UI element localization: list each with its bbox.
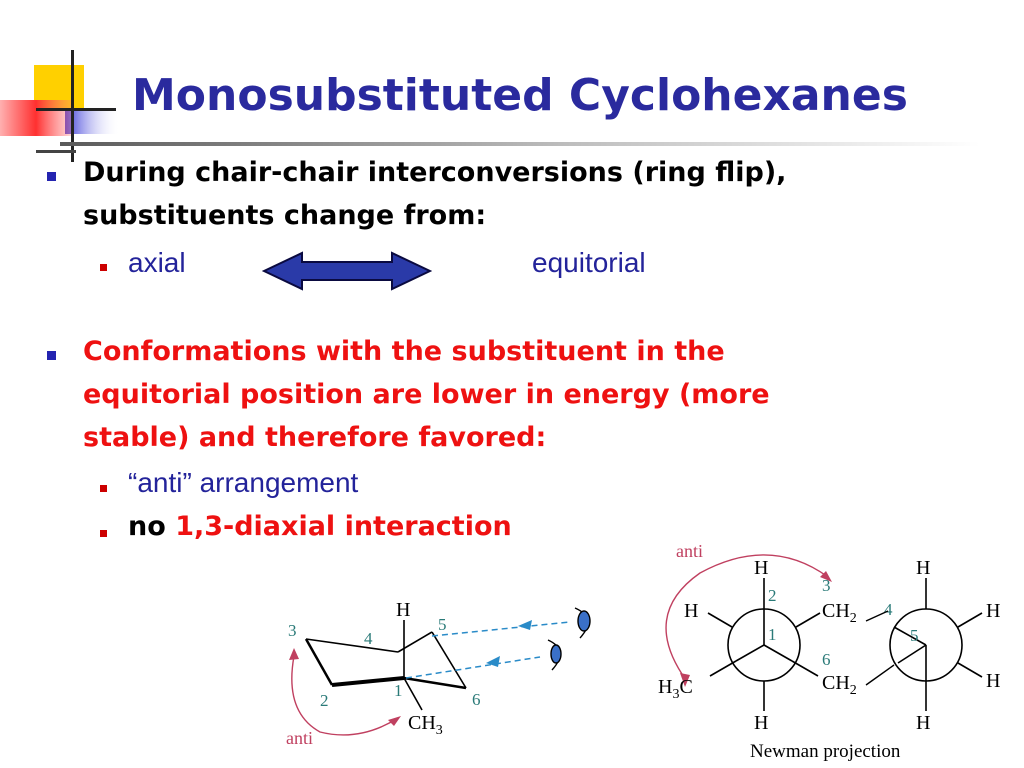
eye-icon xyxy=(547,607,591,671)
newman-caption: Newman projection xyxy=(750,741,901,762)
svg-text:H: H xyxy=(986,670,1000,692)
svg-text:5: 5 xyxy=(438,615,447,634)
svg-text:1: 1 xyxy=(768,625,777,644)
svg-text:1: 1 xyxy=(394,681,403,700)
svg-text:3: 3 xyxy=(822,576,831,595)
svg-text:H: H xyxy=(754,557,768,579)
svg-text:H: H xyxy=(986,600,1000,622)
svg-text:4: 4 xyxy=(884,600,893,619)
svg-text:H: H xyxy=(916,712,930,734)
bullet-marker xyxy=(47,172,56,181)
diaxial-interaction-label: 1,3-diaxial interaction xyxy=(175,511,512,542)
svg-text:2: 2 xyxy=(320,691,329,710)
svg-text:6: 6 xyxy=(472,690,481,709)
bullet-marker xyxy=(47,351,56,360)
svg-text:5: 5 xyxy=(910,626,919,645)
svg-text:H3C: H3C xyxy=(658,676,693,702)
svg-text:H: H xyxy=(916,557,930,579)
slide-logo xyxy=(0,50,120,162)
axial-label: axial xyxy=(128,247,186,278)
axial-h-label: H xyxy=(396,599,410,621)
svg-text:H: H xyxy=(684,600,698,622)
bullet2-line2: equitorial position are lower in energy … xyxy=(83,379,770,410)
svg-text:CH2: CH2 xyxy=(822,672,857,698)
ch3-label: CH3 xyxy=(408,712,443,738)
title-divider xyxy=(60,142,980,146)
bullet2-line1: Conformations with the substituent in th… xyxy=(83,336,725,367)
svg-text:H: H xyxy=(754,712,768,734)
newman-projection-diagram: anti H H CH2 H3C CH2 H 2 1 3 6 4 H H H xyxy=(658,541,1000,762)
sub-bullet-marker xyxy=(100,530,107,537)
sub-bullet-marker xyxy=(100,485,107,492)
sub-bullet-marker xyxy=(100,264,107,271)
anti-label-newman: anti xyxy=(676,541,703,561)
bullet1-line2: substituents change from: xyxy=(83,200,487,231)
double-arrow-icon xyxy=(262,251,432,291)
svg-text:CH2: CH2 xyxy=(822,600,857,626)
slide-title: Monosubstituted Cyclohexanes xyxy=(132,70,908,121)
svg-text:3: 3 xyxy=(288,621,297,640)
svg-text:6: 6 xyxy=(822,650,831,669)
svg-text:4: 4 xyxy=(364,629,373,648)
no-diaxial-label: no 1,3-diaxial interaction xyxy=(128,511,512,542)
bullet1-line1: During chair-chair interconversions (rin… xyxy=(83,157,787,188)
bullet2-line3: stable) and therefore favored: xyxy=(83,422,547,453)
equitorial-label: equitorial xyxy=(532,247,646,278)
anti-label-chair: anti xyxy=(286,728,313,748)
no-label: no xyxy=(128,511,166,542)
anti-arrangement-label: “anti” arrangement xyxy=(128,467,359,498)
svg-text:2: 2 xyxy=(768,586,777,605)
chair-conformation-diagram: H CH3 1 2 3 4 5 6 anti xyxy=(286,599,591,748)
